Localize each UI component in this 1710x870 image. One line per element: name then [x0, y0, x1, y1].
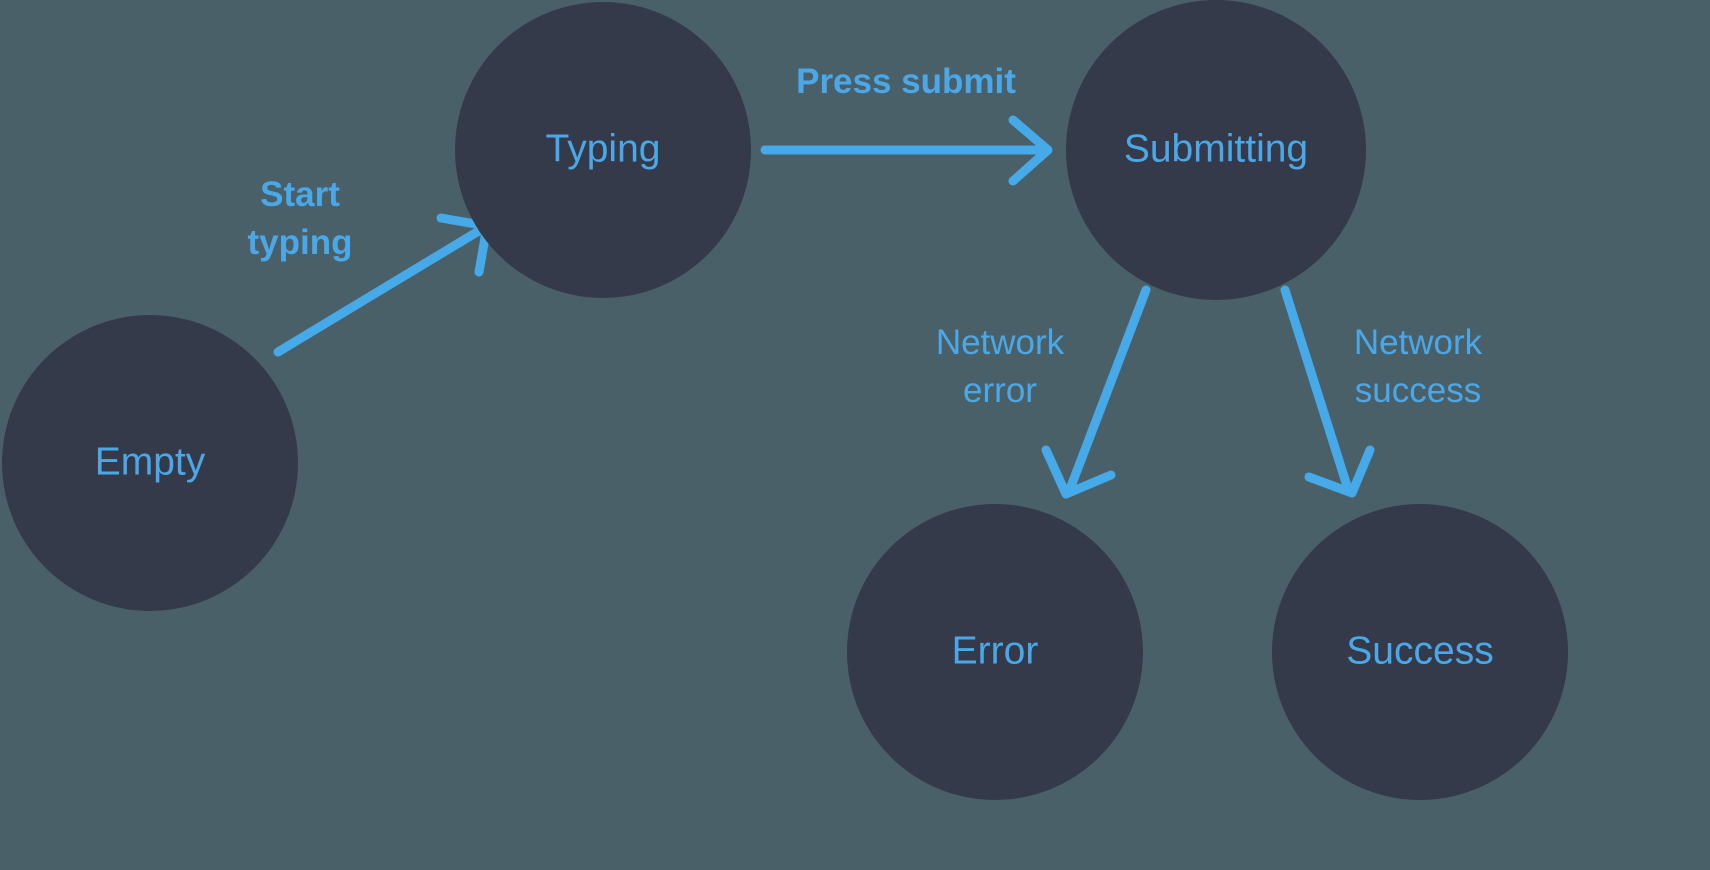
edge-label-line1: Press submit: [796, 62, 1016, 101]
node-circle: [455, 2, 751, 298]
edge-label-start-typing: Start typing: [248, 175, 353, 262]
node-empty[interactable]: Empty: [2, 315, 298, 611]
node-typing[interactable]: Typing: [455, 2, 751, 298]
edge-line: [1065, 285, 1151, 494]
edge-label-line1: Network: [936, 323, 1065, 362]
edge-submitting-to-success[interactable]: [1280, 285, 1375, 498]
node-circle: [1272, 504, 1568, 800]
node-label-success: Success: [1346, 629, 1493, 672]
node-success[interactable]: Success: [1272, 504, 1568, 800]
node-label-submitting: Submitting: [1124, 127, 1308, 170]
edge-line: [1280, 285, 1353, 494]
node-label-error: Error: [952, 629, 1039, 672]
node-error[interactable]: Error: [847, 504, 1143, 800]
edge-typing-to-submitting[interactable]: [760, 115, 1053, 186]
node-submitting[interactable]: Submitting: [1066, 0, 1366, 300]
arrowhead-icon: [1304, 445, 1375, 498]
node-circle: [1066, 0, 1366, 300]
node-label-empty: Empty: [95, 440, 206, 483]
edge-label-press-submit: Press submit: [796, 62, 1016, 101]
edge-label-line2: typing: [248, 223, 353, 262]
edge-line: [273, 224, 487, 357]
arrowhead-icon: [1041, 445, 1116, 499]
node-label-typing: Typing: [546, 127, 661, 170]
edge-label-line1: Network: [1354, 323, 1483, 362]
edge-label-line2: success: [1355, 371, 1481, 410]
arrowhead-icon: [1008, 115, 1053, 186]
edge-label-line2: error: [963, 371, 1037, 410]
edge-submitting-to-error[interactable]: [1041, 285, 1151, 499]
edge-label-line1: Start: [260, 175, 340, 214]
edge-label-network-success: Network success: [1354, 323, 1483, 410]
edge-label-network-error: Network error: [936, 323, 1065, 410]
node-circle: [2, 315, 298, 611]
node-circle: [847, 504, 1143, 800]
